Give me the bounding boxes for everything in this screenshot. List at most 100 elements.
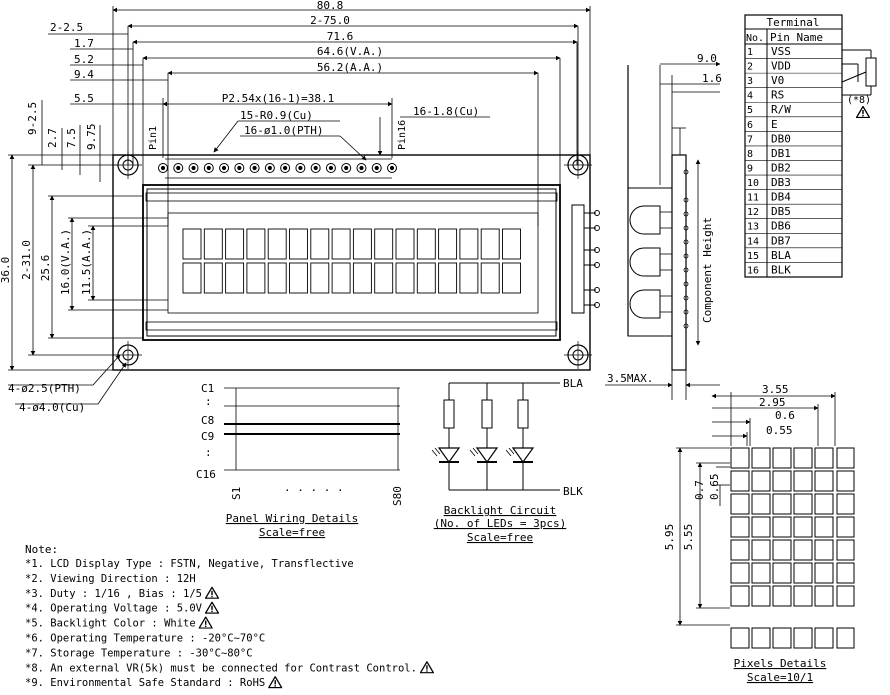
pin-pad: [234, 163, 245, 173]
note-item: *4. Operating Voltage : 5.0V: [25, 603, 203, 615]
pixel-dot: [793, 562, 813, 584]
character-cell: [416, 228, 436, 260]
dim-bezel-height: 25.6: [39, 255, 52, 282]
terminal-pin-no: 11: [747, 193, 759, 204]
terminal-pin-name: V0: [771, 74, 784, 87]
terminal-pin-no: 3: [747, 76, 753, 87]
dim-dot-pitch-h: 0.7: [693, 480, 706, 500]
lcd-module-front: [112, 151, 600, 371]
character-cell: [331, 262, 351, 294]
panel-title: Panel Wiring Details: [226, 512, 358, 525]
character-cell: [480, 228, 500, 260]
pixels-scale: Scale=10/1: [747, 671, 813, 684]
dim-aa-height: 11.5(A.A.): [80, 229, 93, 295]
character-cell: [395, 262, 415, 294]
character-cell: [395, 228, 415, 260]
terminal-pin-no: 10: [747, 178, 759, 189]
pixel-dot: [751, 562, 771, 584]
dim-mount-hole: 4-ø2.5(PTH): [8, 382, 81, 395]
dim-char-pitch-h: 5.95: [663, 524, 676, 551]
character-cells: [182, 228, 521, 294]
terminal-pin-name: DB3: [771, 176, 791, 189]
dim-overall-height: 36.0: [0, 257, 12, 284]
character-cell: [374, 262, 394, 294]
dim-active-area: 56.2(A.A.): [317, 61, 383, 74]
dim-hole-offset: 2-2.5: [50, 21, 83, 34]
character-cell: [225, 228, 245, 260]
pixel-dot: [793, 493, 813, 515]
character-cell: [352, 262, 372, 294]
panel-s80: S80: [391, 486, 404, 506]
dim-viewing-area: 64.6(V.A.): [317, 45, 383, 58]
dim-pad-size: 16-1.8(Cu): [413, 105, 479, 118]
terminal-pin-no: 1: [747, 47, 753, 58]
dim-pin-offset: 5.5: [74, 92, 94, 105]
pin-pad: [387, 163, 397, 173]
dim-dot-w: 0.55: [766, 424, 793, 437]
dim-char-w: 2.95: [759, 396, 786, 409]
pin-pad: [219, 163, 230, 173]
character-cell: [203, 262, 223, 294]
pixel-dot: [772, 516, 792, 538]
warning-icon: [205, 601, 220, 614]
terminal-title: Terminal: [767, 16, 820, 29]
pixel-dot: [793, 447, 813, 469]
character-cell: [502, 262, 521, 294]
pixel-dot: [793, 516, 813, 538]
panel-c9: C9: [201, 430, 214, 443]
terminal-pin-name: DB7: [771, 234, 791, 247]
dim-aa-offset: 9.4: [74, 68, 94, 81]
vr-note-ref: (*8): [847, 95, 871, 106]
label-component-height: Component Height: [701, 217, 714, 323]
backlight-pins: [584, 210, 600, 308]
note-item: *5. Backlight Color : White: [25, 618, 196, 630]
terminal-pin-name: DB2: [771, 161, 791, 174]
pixels-title: Pixels Details: [734, 657, 827, 670]
pixel-dot: [730, 516, 750, 538]
dim-pin-hole: 16-ø1.0(PTH): [244, 124, 323, 137]
backlight-scale: Scale=free: [467, 531, 533, 544]
left-dimensions: [8, 100, 168, 405]
pin-pad: [158, 163, 168, 173]
dim-pcb-thickness: 1.6: [702, 72, 722, 85]
character-cell: [459, 262, 479, 294]
character-cell: [310, 228, 330, 260]
character-cell: [438, 262, 458, 294]
terminal-pin-name: E: [771, 118, 778, 131]
pixel-dot: [772, 562, 792, 584]
dim-mount-pad: 4-ø4.0(Cu): [19, 401, 85, 414]
character-cell: [246, 228, 266, 260]
viewing-area: [167, 212, 539, 314]
pixel-dot: [772, 447, 792, 469]
panel-dots-1: :: [205, 395, 212, 408]
character-cell: [289, 262, 308, 294]
backlight-blk: BLK: [563, 485, 583, 498]
pin-row: [158, 163, 397, 173]
dim-component-max: 3.5MAX.: [607, 372, 653, 385]
terminal-pin-name: DB1: [771, 147, 791, 160]
pin-pad: [310, 163, 321, 173]
terminal-pin-name: DB0: [771, 132, 791, 145]
note-item: *7. Storage Temperature : -30°C~80°C: [25, 647, 253, 659]
label-pin1: Pin1: [148, 126, 159, 150]
dim-va-height: 16.0(V.A.): [59, 229, 72, 295]
dim-dot-h: 0.65: [708, 474, 721, 501]
note-item: *6. Operating Temperature : -20°C~70°C: [25, 633, 265, 645]
label-pin16: Pin16: [397, 120, 408, 150]
warning-icon: [198, 616, 213, 629]
pixel-dot: [730, 470, 750, 492]
pixel-dot: [793, 585, 813, 607]
terminal-pin-no: 14: [747, 236, 759, 247]
terminal-pin-name: RS: [771, 89, 784, 102]
pixel-dot: [814, 447, 834, 469]
terminal-pin-name: VSS: [771, 45, 791, 58]
pin-pad: [280, 163, 291, 173]
terminal-pin-no: 12: [747, 207, 759, 218]
panel-wiring: [224, 387, 400, 471]
backlight-bla: BLA: [563, 377, 583, 390]
pixel-dot: [730, 585, 750, 607]
pixel-dot: [751, 447, 771, 469]
dim-bezel-offset: 1.7: [74, 37, 94, 50]
dim-left-va-offset: 7.5: [65, 128, 78, 148]
